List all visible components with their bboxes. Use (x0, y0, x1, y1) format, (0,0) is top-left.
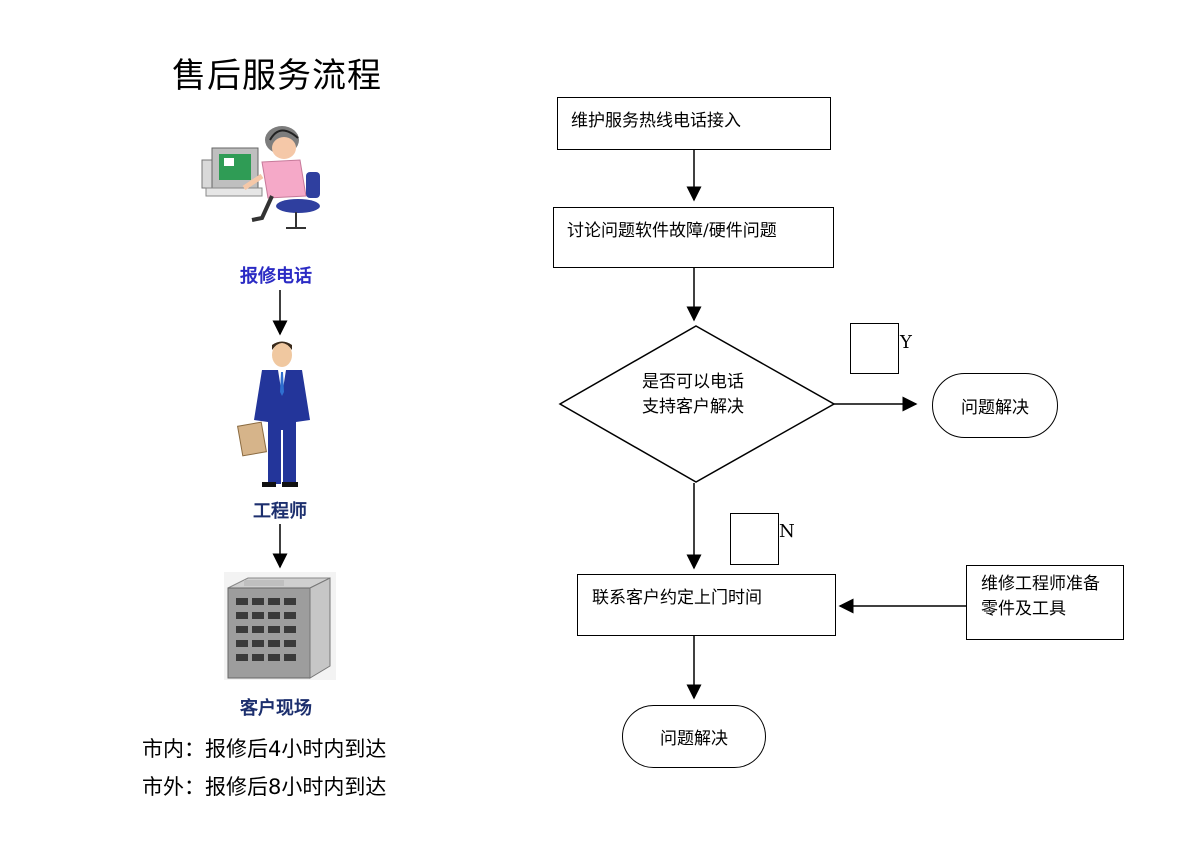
building-icon (224, 572, 336, 680)
operator-icon (201, 126, 320, 229)
engineer-icon (236, 341, 310, 487)
node-solved-end: 问题解决 (622, 705, 766, 768)
node-hotline: 维护服务热线电话接入 (557, 97, 831, 150)
label-engineer: 工程师 (253, 501, 307, 522)
yes-marker-box (850, 323, 899, 374)
no-marker: N (779, 521, 795, 542)
node-contact: 联系客户约定上门时间 (577, 574, 836, 636)
page-title: 售后服务流程 (172, 56, 382, 96)
label-customer-site: 客户现场 (240, 698, 312, 719)
node-prepare: 维修工程师准备零件及工具 (966, 565, 1124, 640)
node-discuss: 讨论问题软件故障/硬件问题 (553, 207, 834, 268)
label-repair-call: 报修电话 (240, 266, 312, 287)
yes-marker: Y (900, 332, 912, 353)
decision-diamond (558, 325, 836, 483)
no-marker-box (730, 513, 779, 565)
decision-text: 是否可以电话支持客户解决 (642, 372, 744, 417)
arrival-outside-text: 市外：报修后8小时内到达 (142, 775, 387, 799)
node-solved-yes: 问题解决 (932, 373, 1058, 438)
arrival-city-text: 市内：报修后4小时内到达 (142, 737, 387, 761)
